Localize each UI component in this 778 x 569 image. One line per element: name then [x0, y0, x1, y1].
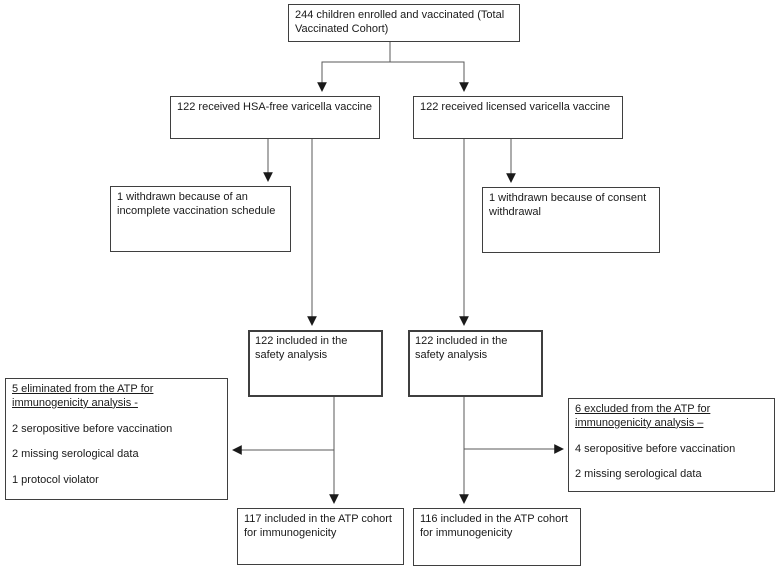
- box-safety-analysis-left: 122 included in the safety analysis: [248, 330, 383, 397]
- excluded-title: 6 excluded from the ATP for immunogenici…: [575, 403, 711, 429]
- excluded-item: 4 seropositive before vaccination: [575, 442, 736, 455]
- box-atp-cohort-right: 116 included in the ATP cohort for immun…: [413, 508, 581, 566]
- box-hsa-free-text: 122 received HSA-free varicella vaccine: [177, 101, 373, 113]
- eliminated-item: 1 protocol violator: [12, 474, 99, 486]
- box-eliminated-from-atp: 5 eliminated from the ATP for immunogeni…: [5, 378, 228, 500]
- box-licensed-vaccine: 122 received licensed varicella vaccine: [413, 96, 623, 139]
- box-safety-right-text: 122 included in the safety analysis: [415, 335, 508, 361]
- box-withdrawn-right-text: 1 withdrawn because of consent withdrawa…: [489, 192, 647, 218]
- eliminated-title: 5 eliminated from the ATP for immunogeni…: [12, 383, 154, 409]
- box-withdrawn-consent: 1 withdrawn because of consent withdrawa…: [482, 187, 660, 253]
- box-safety-left-text: 122 included in the safety analysis: [255, 335, 348, 361]
- box-withdrawn-incomplete-schedule: 1 withdrawn because of an incomplete vac…: [110, 186, 291, 252]
- box-safety-analysis-right: 122 included in the safety analysis: [408, 330, 543, 397]
- box-excluded-from-atp: 6 excluded from the ATP for immunogenici…: [568, 398, 775, 492]
- box-atp-left-text: 117 included in the ATP cohort for immun…: [244, 513, 392, 539]
- box-licensed-text: 122 received licensed varicella vaccine: [420, 101, 611, 113]
- box-atp-cohort-left: 117 included in the ATP cohort for immun…: [237, 508, 404, 565]
- box-atp-right-text: 116 included in the ATP cohort for immun…: [420, 513, 568, 539]
- eliminated-item: 2 missing serological data: [12, 448, 139, 461]
- box-total-text: 244 children enrolled and vaccinated (To…: [295, 9, 505, 35]
- box-hsa-free-vaccine: 122 received HSA-free varicella vaccine: [170, 96, 380, 139]
- excluded-item: 2 missing serological data: [575, 468, 702, 481]
- box-withdrawn-left-text: 1 withdrawn because of an incomplete vac…: [117, 191, 276, 217]
- box-total-vaccinated-cohort: 244 children enrolled and vaccinated (To…: [288, 4, 520, 42]
- eliminated-item: 2 seropositive before vaccination: [12, 422, 173, 435]
